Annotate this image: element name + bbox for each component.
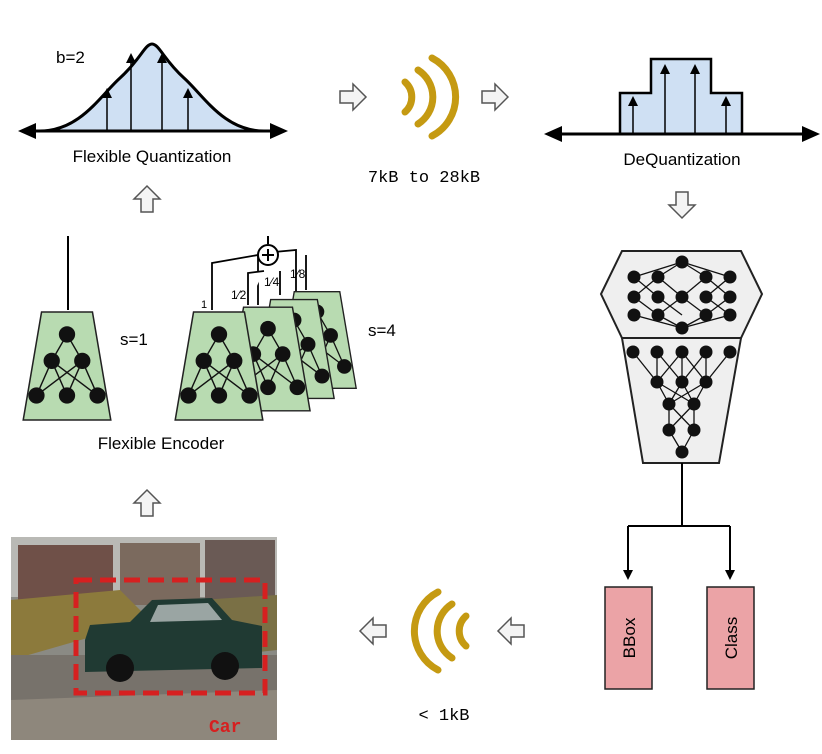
class-label: Class	[722, 617, 741, 660]
bbox-label: BBox	[620, 617, 639, 658]
wireless-signal-return-icon	[410, 588, 470, 674]
street-photo	[11, 537, 277, 740]
decoder-network	[599, 250, 764, 464]
wireless-signal-icon	[401, 54, 460, 140]
bbox-output: BBox	[604, 586, 653, 690]
quantization-level-arrows	[102, 53, 193, 130]
arrow-to-dequantization-icon	[481, 83, 509, 111]
uplink-size-label: 7kB to 28kB	[368, 169, 480, 188]
arrow-to-photo-icon	[359, 617, 387, 645]
downlink-size-label: < 1kB	[418, 707, 469, 726]
encoder-single-network	[22, 311, 112, 421]
fraction-4-label: 1⁄8	[290, 267, 306, 281]
dequantization-axis	[544, 126, 820, 142]
quantization-caption: Flexible Quantization	[73, 147, 232, 166]
car-shape	[85, 598, 262, 682]
encoder-branch-flags	[211, 249, 307, 310]
arrow-to-wireless-icon	[339, 83, 367, 111]
fraction-2-label: 1⁄2	[231, 288, 247, 302]
dequantization-caption: DeQuantization	[623, 150, 740, 169]
fraction-3-label: 1⁄4	[264, 275, 280, 289]
bits-label: b=2	[56, 48, 85, 67]
arrow-to-encoder-icon	[133, 489, 161, 517]
multi-scale-label: s=4	[368, 321, 396, 340]
single-scale-label: s=1	[120, 330, 148, 349]
output-connectors	[623, 463, 735, 580]
sum-node-icon	[257, 244, 279, 266]
arrow-from-outputs-icon	[497, 617, 525, 645]
encoder-caption: Flexible Encoder	[98, 434, 225, 453]
arrow-to-decoder-icon	[668, 191, 696, 219]
quantization-axis	[18, 123, 288, 139]
encoder-multi-network: 1 1⁄2 1⁄4 1⁄8	[174, 236, 357, 421]
arrow-to-quantization-icon	[133, 185, 161, 213]
decoder-upper-nodes	[627, 255, 737, 335]
dequantization-level-arrows	[628, 64, 731, 133]
class-output: Class	[706, 586, 755, 690]
quantization-curve	[18, 42, 288, 139]
car-detection-box	[73, 577, 268, 696]
car-detection-label: Car	[209, 718, 241, 738]
fraction-1-label: 1	[201, 299, 207, 311]
dequantization-histogram	[544, 57, 820, 142]
decoder-lower-nodes	[626, 345, 737, 459]
